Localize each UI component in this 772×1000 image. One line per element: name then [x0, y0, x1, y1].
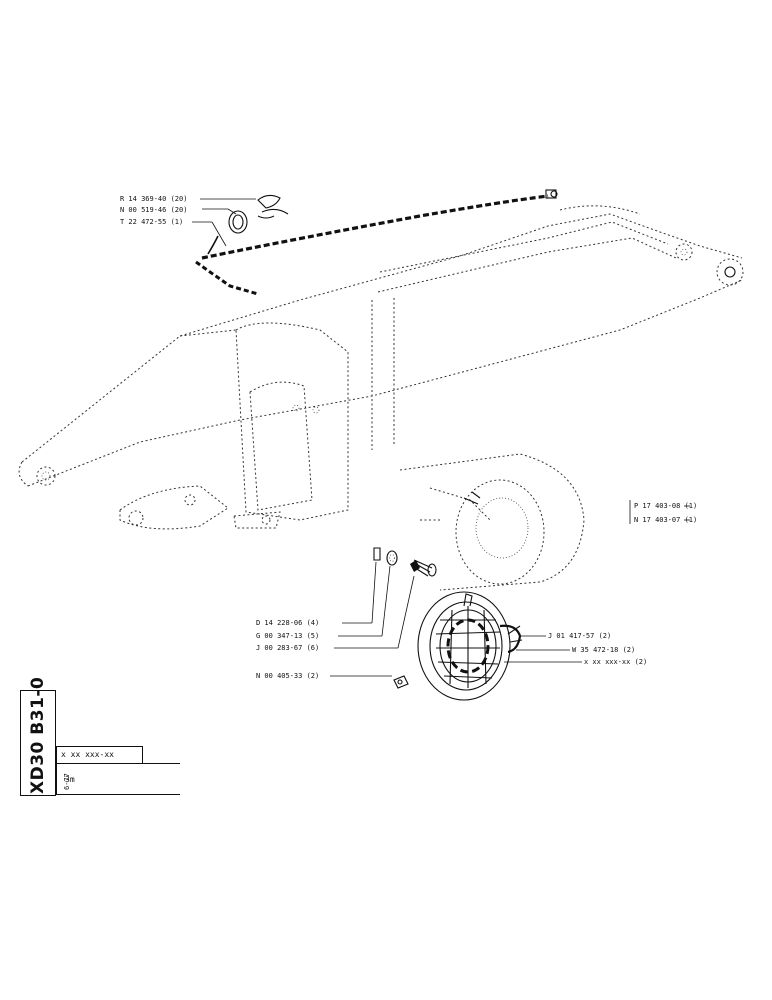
- title-block-frame: [20, 690, 56, 796]
- title-block-rule-bottom: [56, 794, 180, 795]
- callout-lamp-2: W 35 472-18 (2): [572, 646, 635, 654]
- callout-upper-2: N 00 519-46 (20): [120, 206, 187, 214]
- reference-number: x xx xxx-xx: [61, 750, 114, 759]
- title-block-rule-top: [56, 746, 142, 747]
- work-lamp-icon: [417, 591, 523, 701]
- callout-bolt-3: J 00 283-67 (6): [256, 644, 319, 652]
- title-block-rule-v: [142, 746, 143, 763]
- title-block-rule-mid: [56, 763, 180, 764]
- callout-bolt-1: D 14 228-06 (4): [256, 619, 319, 627]
- drum-outline: [399, 453, 585, 591]
- callout-lower-1: N 00 405-33 (2): [256, 672, 319, 680]
- boom-outline: [18, 205, 744, 530]
- clip-parts: [228, 194, 289, 234]
- drawing-code: XD30 B31-0: [28, 676, 48, 794]
- callout-upper-1: R 14 369-40 (20): [120, 195, 187, 203]
- callout-lamp-1: J 01 417-57 (2): [548, 632, 611, 640]
- callout-right-1: P 17 403-08 (1): [634, 502, 697, 510]
- title-note: 3m: [65, 775, 75, 784]
- cable-harness: [195, 189, 558, 296]
- leader-lines: [192, 198, 690, 677]
- callout-lamp-3: x xx xxx-xx (2): [584, 658, 647, 666]
- bolt-group: [373, 547, 437, 689]
- title-block-divider: [56, 746, 57, 794]
- callout-bolt-2: G 00 347-13 (5): [256, 632, 319, 640]
- callout-upper-3: T 22 472-55 (1): [120, 218, 183, 226]
- callout-right-2: N 17 403-07 (1): [634, 516, 697, 524]
